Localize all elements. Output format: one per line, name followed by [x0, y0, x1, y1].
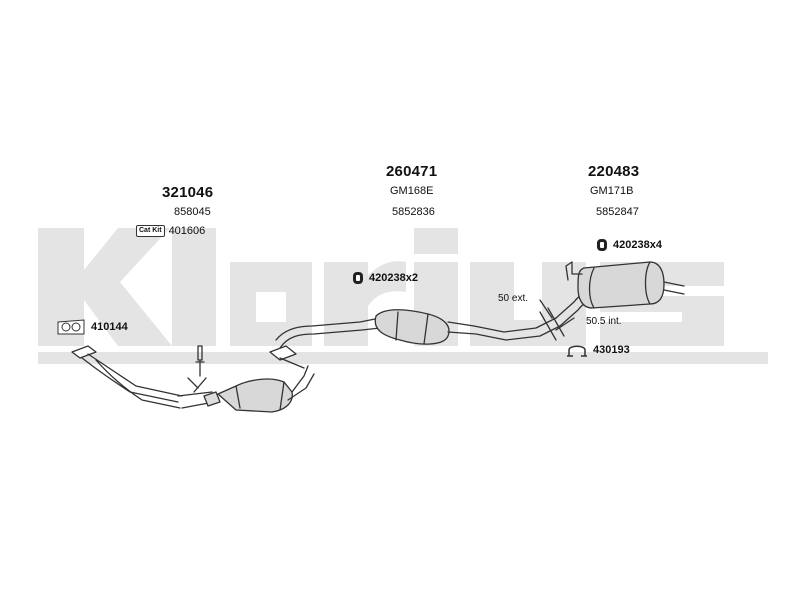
dimension-ext-label: 50 ext.: [498, 293, 529, 304]
catkit-badge: Cat Kit: [136, 225, 165, 237]
rear-part-number: 220483: [588, 163, 640, 180]
gasket-callout: 410144: [56, 318, 128, 336]
rear-silencer: [555, 261, 685, 327]
front-catkit-row: Cat Kit 401606: [136, 225, 205, 237]
middle-silencer-pipe: [275, 307, 565, 349]
mount-rear-callout: 420238x4: [596, 238, 662, 252]
front-part-ref2: 401606: [168, 225, 206, 237]
rubber-mount-icon: [597, 239, 607, 251]
front-downpipe: [71, 345, 221, 409]
middle-part-number: 260471: [386, 163, 438, 180]
middle-part-ref2: 5852836: [392, 206, 435, 218]
mount-rear-part-number: 420238x4: [613, 239, 662, 251]
mount-middle-callout: 420238x2: [352, 271, 418, 285]
rear-part-ref2: 5852847: [596, 206, 639, 218]
dimension-int-label: 50.5 int.: [586, 316, 622, 327]
clamp-icon: [567, 345, 587, 357]
gasket-part-number: 410144: [91, 321, 128, 333]
rear-part-ref1: GM171B: [590, 185, 634, 197]
gasket-icon: [57, 319, 85, 335]
middle-part-ref1: GM168E: [390, 185, 434, 197]
clamp-part-number: 430193: [593, 344, 630, 356]
rubber-mount-icon: [353, 272, 363, 284]
front-part-ref1: 858045: [174, 206, 211, 218]
clamp-callout: 430193: [566, 342, 630, 358]
mount-middle-part-number: 420238x2: [369, 272, 418, 284]
front-part-number: 321046: [162, 184, 214, 201]
catalytic-converter: [217, 345, 315, 413]
dimension-leader-ext: [539, 299, 553, 319]
dimension-leader-int: [555, 317, 575, 331]
